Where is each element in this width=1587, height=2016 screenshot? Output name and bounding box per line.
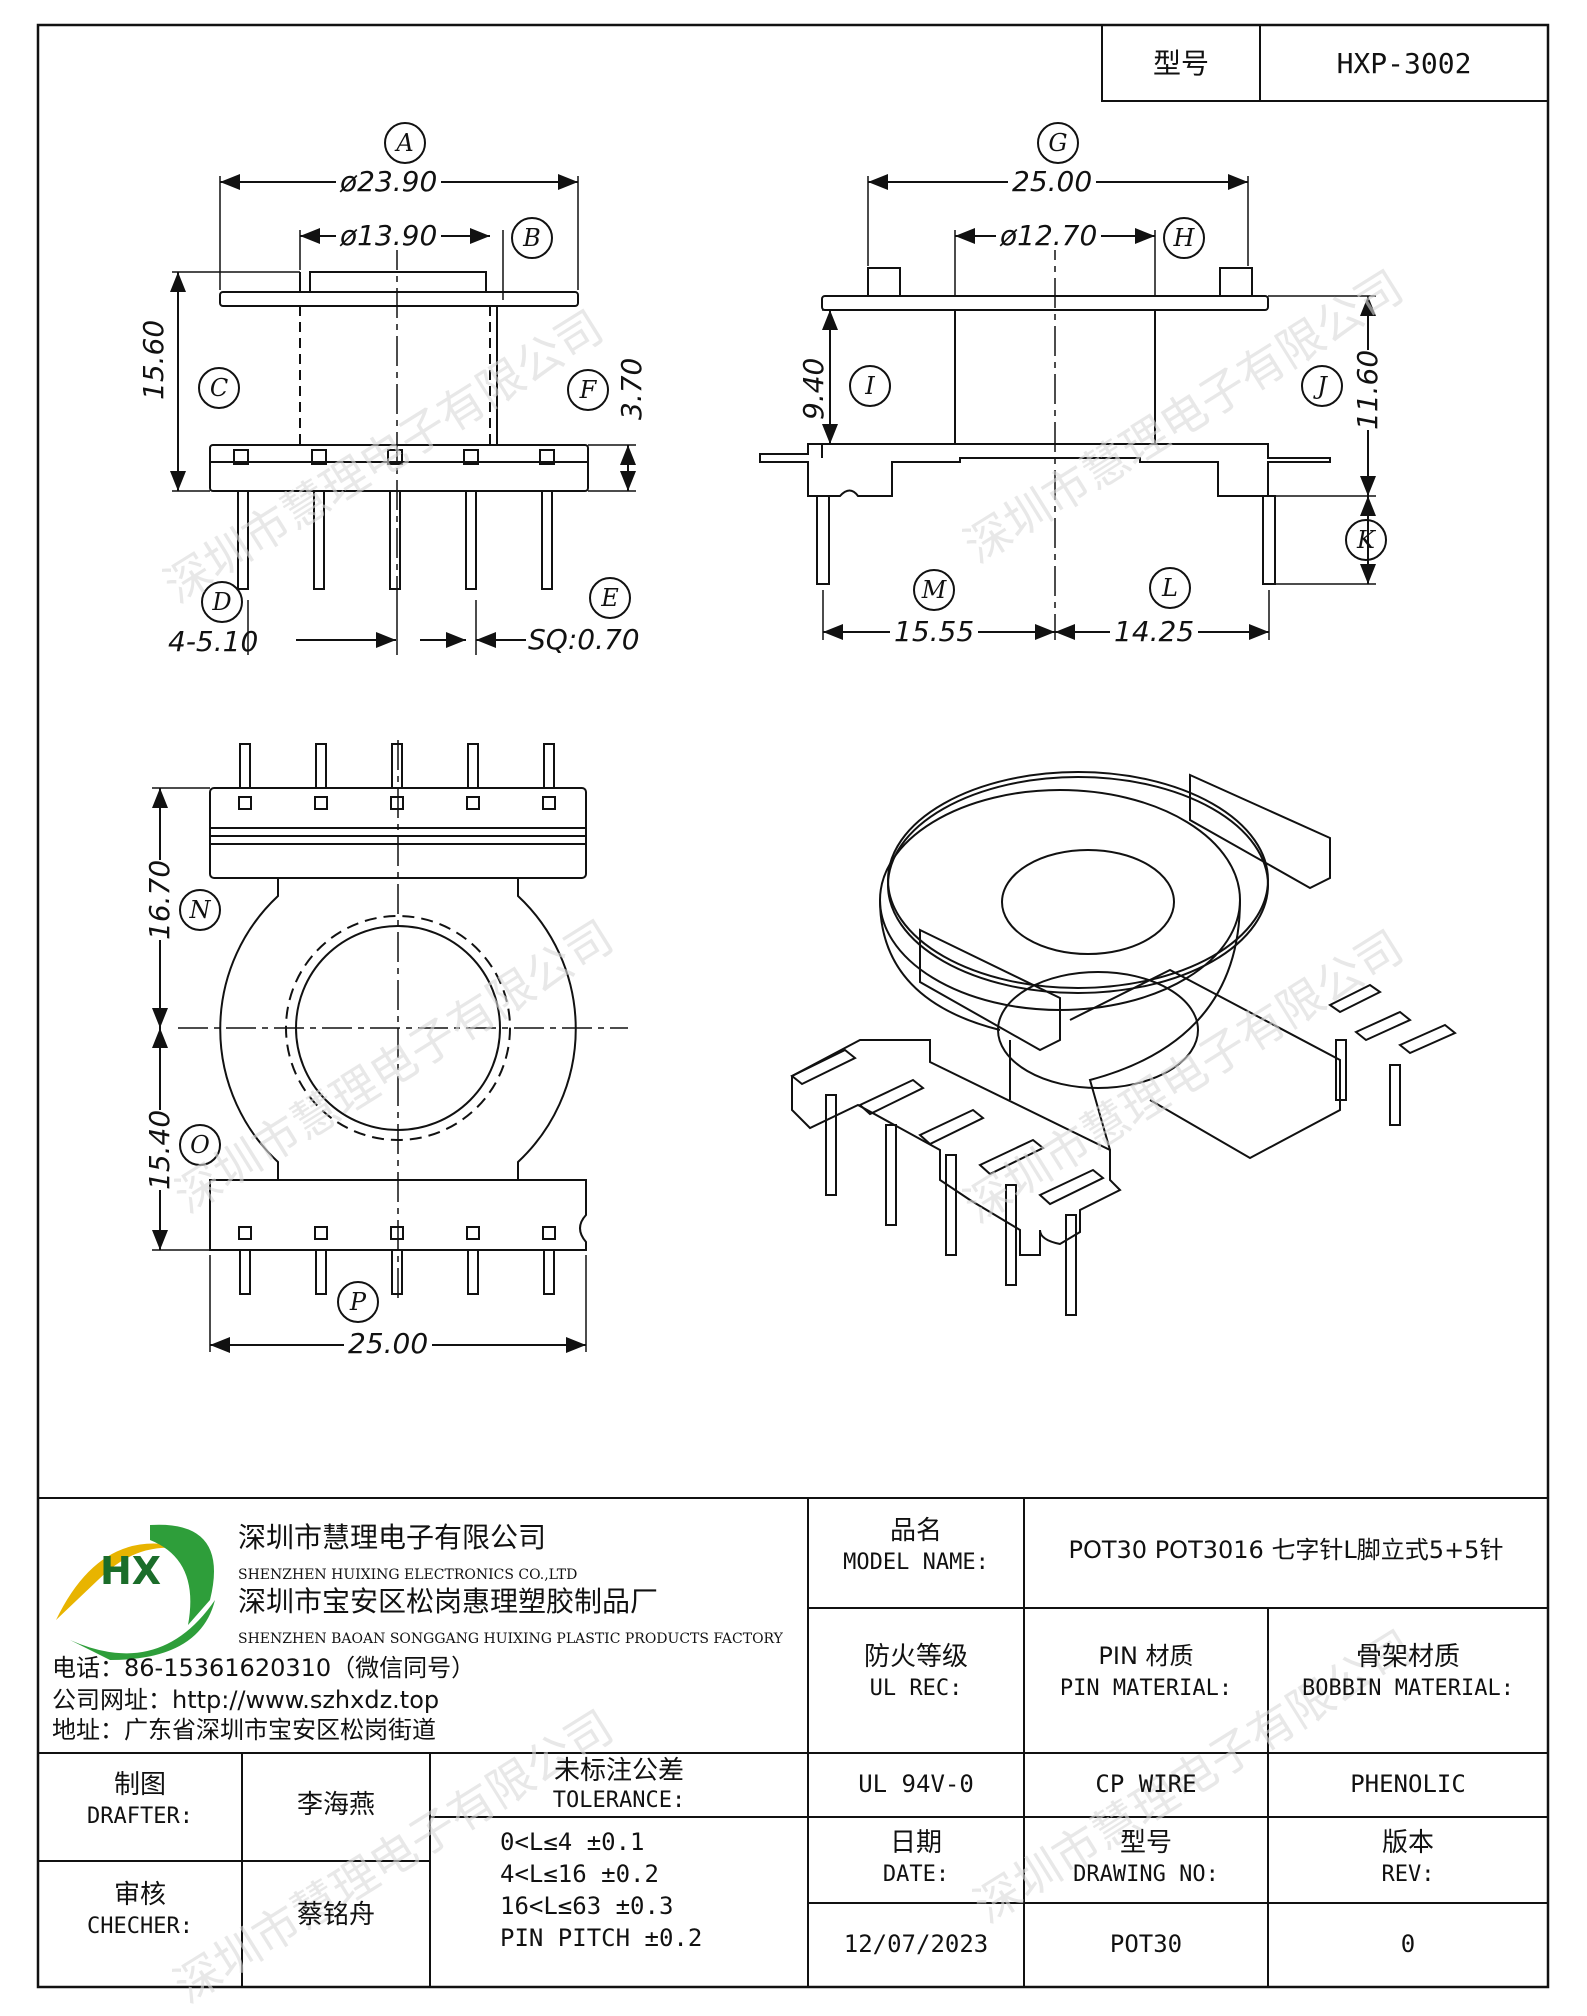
dim-right-span: 14.25 bbox=[1110, 618, 1199, 646]
dim-bottom-width: 25.00 bbox=[344, 1330, 433, 1358]
view-isometric bbox=[790, 771, 1457, 1316]
callout-h: H bbox=[1173, 224, 1195, 252]
drawing-no-value: POT30 bbox=[1109, 1930, 1183, 1958]
pin-material-label-en: PIN MATERIAL: bbox=[1059, 1676, 1233, 1701]
checker-label-cn: 审核 bbox=[113, 1880, 166, 1910]
rev-label-en: REV: bbox=[1381, 1862, 1435, 1887]
bobbin-material-label-en: BOBBIN MATERIAL: bbox=[1302, 1676, 1514, 1701]
callout-o: O bbox=[190, 1131, 210, 1159]
bobbin-material-value: PHENOLIC bbox=[1350, 1770, 1466, 1798]
callout-p: P bbox=[349, 1288, 367, 1316]
bobbin-material-label-cn: 骨架材质 bbox=[1355, 1642, 1460, 1672]
callout-f: F bbox=[579, 376, 597, 404]
factory-name-cn: 深圳市宝安区松岗惠理塑胶制品厂 bbox=[238, 1585, 659, 1618]
callout-j: J bbox=[1317, 372, 1327, 400]
company-address: 地址：广东省深圳市宝安区松岗街道 bbox=[52, 1716, 436, 1744]
tolerance-label-cn: 未标注公差 bbox=[553, 1756, 684, 1786]
dim-pin-size: SQ:0.70 bbox=[528, 623, 640, 656]
drafter-label-en: DRAFTER: bbox=[87, 1804, 193, 1829]
date-value: 12/07/2023 bbox=[843, 1930, 989, 1958]
company-phone: 电话：86-15361620310（微信同号） bbox=[52, 1654, 476, 1682]
date-label-en: DATE: bbox=[882, 1862, 950, 1887]
tolerance-line: PIN PITCH ±0.2 bbox=[500, 1924, 703, 1952]
factory-name-en: SHENZHEN BAOAN SONGGANG HUIXING PLASTIC … bbox=[238, 1631, 783, 1647]
callout-i: I bbox=[865, 372, 875, 400]
company-name-en: SHENZHEN HUIXING ELECTRONICS CO.,LTD bbox=[238, 1567, 578, 1583]
tolerance-line: 4<L≤16 ±0.2 bbox=[500, 1860, 659, 1888]
checker-value: 蔡铭舟 bbox=[296, 1900, 375, 1930]
fire-label-cn: 防火等级 bbox=[863, 1642, 968, 1672]
date-label-cn: 日期 bbox=[889, 1828, 942, 1858]
rev-label-cn: 版本 bbox=[1381, 1828, 1434, 1858]
model-box bbox=[1101, 24, 1549, 102]
dim-flange: 3.70 bbox=[615, 357, 648, 420]
drawing-no-label-cn: 型号 bbox=[1119, 1828, 1172, 1858]
model-name-value: POT30 POT3016 七字针L脚立式5+5针 bbox=[1068, 1536, 1504, 1564]
title-block-grid bbox=[38, 1497, 1548, 1987]
dim-height: 15.60 bbox=[137, 319, 170, 400]
tolerance-line: 16<L≤63 ±0.3 bbox=[500, 1892, 674, 1920]
dim-inner-diameter: ø13.90 bbox=[336, 222, 442, 250]
drawing-no-label-en: DRAWING NO: bbox=[1073, 1862, 1219, 1887]
tolerance-line: 0<L≤4 ±0.1 bbox=[500, 1828, 645, 1856]
callout-n: N bbox=[189, 896, 211, 924]
callout-d: D bbox=[212, 588, 232, 616]
pin-material-value: CP WIRE bbox=[1095, 1770, 1197, 1798]
dim-lower-height: 15.40 bbox=[143, 1109, 176, 1190]
callout-e: E bbox=[601, 584, 619, 612]
callout-a: A bbox=[396, 129, 414, 157]
dim-pitch: 4-5.10 bbox=[168, 625, 259, 658]
dim-height-right: 11.60 bbox=[1351, 349, 1384, 430]
drafter-label-cn: 制图 bbox=[113, 1770, 166, 1800]
rev-value: 0 bbox=[1400, 1930, 1416, 1958]
model-value: HXP-3002 bbox=[1336, 47, 1472, 80]
tolerance-label-en: TOLERANCE: bbox=[552, 1788, 686, 1813]
callout-c: C bbox=[209, 374, 229, 402]
callout-m: M bbox=[921, 576, 947, 604]
company-website: 公司网址：http://www.szhxdz.top bbox=[52, 1686, 440, 1714]
dim-left-span: 15.55 bbox=[890, 618, 979, 646]
drafter-value: 李海燕 bbox=[296, 1790, 375, 1820]
checker-label-en: CHECHER: bbox=[87, 1914, 193, 1939]
dim-height-left: 9.40 bbox=[797, 357, 830, 420]
callout-b: B bbox=[523, 224, 541, 252]
callout-l: L bbox=[1162, 574, 1178, 602]
company-logo bbox=[56, 1524, 215, 1660]
callout-k: K bbox=[1357, 526, 1375, 554]
dim-outer-diameter: ø23.90 bbox=[336, 168, 442, 196]
dim-upper-height: 16.70 bbox=[143, 859, 176, 940]
fire-label-en: UL REC: bbox=[869, 1676, 963, 1701]
view-bottom-left bbox=[152, 740, 628, 1353]
fire-value: UL 94V-0 bbox=[858, 1770, 974, 1798]
dim-inner-diameter-right: ø12.70 bbox=[996, 222, 1102, 250]
model-name-label-en: MODEL NAME: bbox=[843, 1550, 989, 1575]
company-name-cn: 深圳市慧理电子有限公司 bbox=[238, 1521, 547, 1554]
pin-material-label-cn: PIN 材质 bbox=[1098, 1642, 1194, 1670]
model-name-label-cn: 品名 bbox=[889, 1516, 942, 1546]
dim-width: 25.00 bbox=[1008, 168, 1097, 196]
outer-frame bbox=[36, 23, 1550, 1989]
logo-text: HX bbox=[100, 1549, 162, 1593]
model-label: 型号 bbox=[1152, 47, 1209, 80]
callout-circles bbox=[179, 122, 1387, 1323]
callout-g: G bbox=[1048, 129, 1068, 157]
